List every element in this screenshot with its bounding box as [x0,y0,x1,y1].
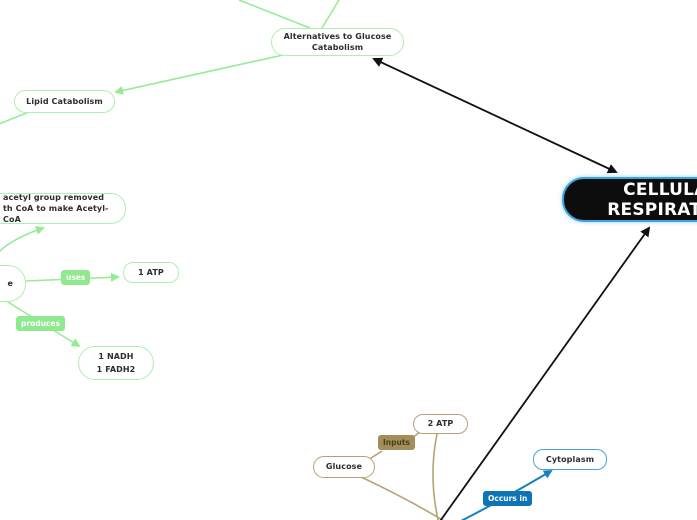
node-label-line: 1 FADH2 [96,365,136,374]
node-label-line: Catabolism [311,43,364,52]
node-glucose[interactable]: Glucose [313,456,375,478]
node-label: 1 ATP [138,267,164,277]
node-1-atp[interactable]: 1 ATP [123,262,179,283]
node-label-line: th CoA to make Acetyl-CoA [3,204,109,224]
branch-top-right[interactable] [321,0,340,29]
node-label: Glucose [325,462,363,472]
node-label-line: RESPIRATION [607,199,697,220]
node-label: 2 ATP [427,419,454,429]
node-cellular-respiration[interactable]: CELLULAR RESPIRATION [562,177,697,222]
node-label: Lipid Catabolism [26,96,103,106]
node-label-line: Alternatives to Glucose [283,31,392,41]
node-label-line: CELLULAR [623,179,697,200]
node-label-line: acetyl group removed [3,193,105,202]
node-2-atp[interactable]: 2 ATP [413,414,468,434]
link-label-uses[interactable]: uses [61,270,91,285]
atp2-branch[interactable] [432,433,439,520]
node-lipid-catabolism[interactable]: Lipid Catabolism [14,90,115,113]
link-label-produces[interactable]: produces [16,316,65,331]
alternatives-to-lipid[interactable] [114,54,284,95]
link-label-inputs[interactable]: Inputs [378,435,415,450]
bottom-center-arrow[interactable] [438,226,651,520]
branch-top-left[interactable] [238,0,311,29]
node-label: Cytoplasm [545,454,595,464]
arrow-to-acetyl-node[interactable] [0,226,45,262]
link-label-occurs-in[interactable]: Occurs in [483,491,533,506]
alternatives-center-arrow[interactable] [372,57,618,174]
lipid-branch-continuation[interactable] [0,111,30,126]
node-alternatives-to-glucose-catabolism[interactable]: Alternatives to Glucose Catabolism [271,28,404,56]
glucose-branch[interactable] [360,476,449,520]
node-nadh-fadh2[interactable]: 1 NADH 1 FADH2 [78,346,154,380]
node-label: e [7,278,13,288]
node-acetyl-coa[interactable]: acetyl group removed th CoA to make Acet… [0,193,126,224]
node-cytoplasm[interactable]: Cytoplasm [533,449,607,470]
node-label-line: 1 NADH [98,352,134,361]
